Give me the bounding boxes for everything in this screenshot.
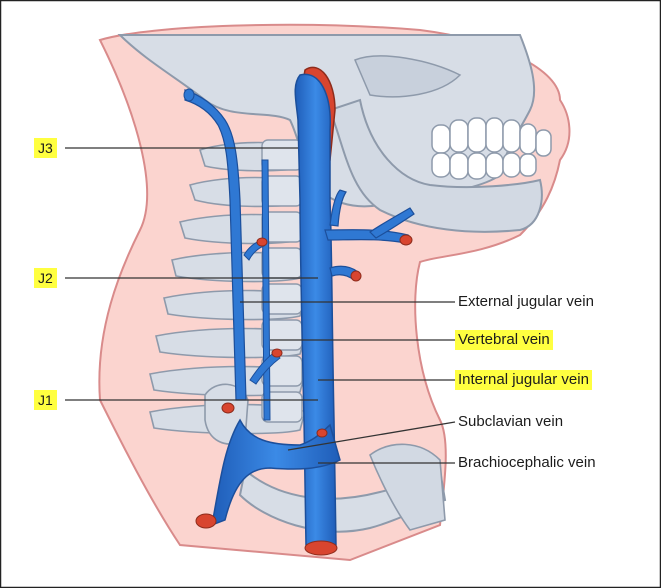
- leader-line-subclavian: [287, 421, 456, 451]
- branch-cut-end-lower: [271, 348, 283, 358]
- label-external-jugular-vein: External jugular vein: [458, 293, 594, 310]
- small-branch-lower: [249, 351, 281, 385]
- vein-cut-end-facial: [399, 234, 413, 246]
- segment-tag-j2: J2: [34, 268, 57, 288]
- facial-vein-upper: [369, 207, 415, 239]
- segment-tag-j3: J3: [34, 138, 57, 158]
- vein-cut-end-thyroid: [350, 270, 362, 282]
- internal-jugular-vein-shape: [294, 73, 337, 546]
- confluence-cut-end: [316, 428, 328, 438]
- cheekbone: [354, 55, 462, 98]
- branch-cut-end-upper: [256, 237, 268, 247]
- subclavian-cut-end: [195, 513, 217, 529]
- segment-tag-j1: J1: [34, 390, 57, 410]
- retromandibular-vein: [329, 189, 347, 227]
- brachiocephalic-cut-end: [304, 540, 338, 556]
- scapula-top: [369, 443, 446, 531]
- branch-cut-end-left: [221, 402, 235, 414]
- label-subclavian-vein: Subclavian vein: [458, 413, 564, 430]
- external-jugular-cut-end: [183, 88, 195, 102]
- vertebral-vein-shape: [261, 159, 271, 421]
- label-internal-jugular-vein: Internal jugular vein: [455, 370, 592, 390]
- label-vertebral-vein: Vertebral vein: [455, 330, 553, 350]
- label-brachiocephalic-vein: Brachiocephalic vein: [458, 454, 596, 471]
- mandible: [328, 98, 543, 233]
- teeth: [431, 117, 552, 180]
